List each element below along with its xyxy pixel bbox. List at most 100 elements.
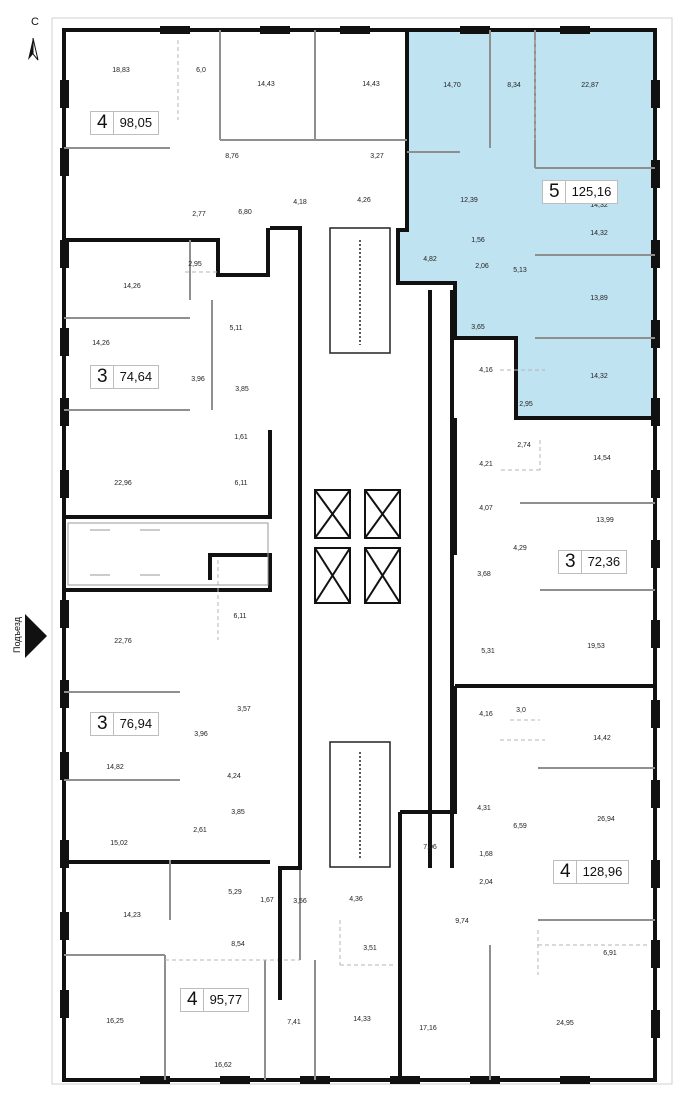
room-area-label: 14,26 bbox=[92, 340, 110, 347]
room-area-label: 8,54 bbox=[231, 941, 245, 948]
apartment-rooms: 3 bbox=[91, 713, 114, 735]
room-area-label: 7,41 bbox=[287, 1019, 301, 1026]
room-area-label: 12,39 bbox=[460, 197, 478, 204]
apartment-label-3-72[interactable]: 3 72,36 bbox=[558, 550, 628, 574]
building-core bbox=[270, 226, 454, 1000]
room-area-label: 5,31 bbox=[481, 648, 495, 655]
apartment-label-3-74[interactable]: 3 74,64 bbox=[90, 365, 160, 389]
room-area-label: 14,42 bbox=[593, 735, 611, 742]
stairs bbox=[329, 227, 391, 868]
room-area-label: 14,32 bbox=[590, 202, 608, 209]
apartment-area: 125,16 bbox=[571, 184, 612, 199]
room-area-label: 5,11 bbox=[229, 325, 242, 332]
room-area-label: 4,82 bbox=[423, 256, 437, 263]
apartment-rooms: 4 bbox=[181, 989, 204, 1011]
room-area-label: 5,13 bbox=[513, 267, 527, 274]
room-area-label: 14,70 bbox=[443, 82, 461, 89]
entrance-label: Подъезд bbox=[12, 617, 22, 653]
room-area-label: 6,80 bbox=[238, 209, 252, 216]
room-area-label: 13,99 bbox=[596, 517, 614, 524]
apartment-label-4-128[interactable]: 4 128,96 bbox=[553, 860, 630, 884]
room-area-label: 26,94 bbox=[597, 816, 615, 823]
room-area-label: 3,57 bbox=[237, 706, 251, 713]
room-area-label: 18,83 bbox=[112, 67, 130, 74]
room-area-label: 3,96 bbox=[194, 731, 208, 738]
room-area-label: 3,56 bbox=[293, 898, 307, 905]
room-area-label: 5,29 bbox=[228, 889, 242, 896]
room-area-label: 6,11 bbox=[233, 613, 246, 620]
room-walls bbox=[64, 30, 655, 1080]
apartment-rooms: 4 bbox=[91, 112, 114, 134]
room-area-label: 17,16 bbox=[419, 1025, 437, 1032]
room-area-label: 2,77 bbox=[192, 211, 206, 218]
entrance-arrow-icon bbox=[25, 614, 47, 658]
room-area-label: 4,16 bbox=[479, 367, 493, 374]
room-area-label: 4,26 bbox=[357, 197, 371, 204]
room-area-label: 14,43 bbox=[257, 81, 275, 88]
room-area-label: 7,06 bbox=[423, 844, 437, 851]
room-area-label: 4,16 bbox=[479, 711, 493, 718]
room-area-label: 6,0 bbox=[196, 67, 206, 74]
room-area-label: 6,11 bbox=[234, 480, 247, 487]
room-area-label: 3,96 bbox=[191, 376, 205, 383]
room-area-label: 4,36 bbox=[349, 896, 363, 903]
apartment-rooms: 3 bbox=[91, 366, 114, 388]
room-area-label: 3,65 bbox=[471, 324, 485, 331]
room-area-label: 4,18 bbox=[293, 199, 307, 206]
room-area-label: 4,29 bbox=[513, 545, 527, 552]
room-area-label: 1,61 bbox=[234, 434, 248, 441]
room-area-label: 3,85 bbox=[231, 809, 245, 816]
apartment-area: 74,64 bbox=[119, 369, 153, 384]
room-area-label: 16,25 bbox=[106, 1018, 124, 1025]
room-area-label: 22,76 bbox=[114, 638, 132, 645]
room-area-label: 2,95 bbox=[519, 401, 533, 408]
room-area-label: 2,04 bbox=[479, 879, 493, 886]
room-area-label: 14,23 bbox=[123, 912, 141, 919]
apartment-area: 128,96 bbox=[582, 864, 623, 879]
room-area-label: 6,59 bbox=[513, 823, 527, 830]
room-area-labels: 18,83 6,0 14,43 14,43 14,70 8,34 22,87 8,76 3,27… bbox=[92, 67, 617, 1069]
apartment-label-4-95[interactable]: 4 95,77 bbox=[180, 988, 250, 1012]
room-area-label: 16,62 bbox=[214, 1062, 232, 1069]
apartment-area: 72,36 bbox=[587, 554, 621, 569]
room-area-label: 6,91 bbox=[603, 950, 617, 957]
room-area-label: 14,43 bbox=[362, 81, 380, 88]
apartment-rooms: 3 bbox=[559, 551, 582, 573]
balcony bbox=[67, 522, 269, 586]
room-area-label: 22,87 bbox=[581, 82, 599, 89]
room-area-label: 4,31 bbox=[477, 805, 491, 812]
apartment-area: 95,77 bbox=[209, 992, 243, 1007]
apartment-area: 76,94 bbox=[119, 716, 153, 731]
room-area-label: 3,0 bbox=[516, 707, 526, 714]
elevators[interactable] bbox=[314, 489, 401, 604]
compass-letter: С bbox=[31, 16, 39, 28]
room-area-label: 2,74 bbox=[517, 442, 531, 449]
room-area-label: 2,06 bbox=[475, 263, 489, 270]
room-area-label: 8,76 bbox=[225, 153, 239, 160]
room-area-label: 1,56 bbox=[471, 237, 485, 244]
room-area-label: 8,34 bbox=[507, 82, 521, 89]
room-area-label: 14,82 bbox=[106, 764, 124, 771]
apartment-label-4-98[interactable]: 4 98,05 bbox=[90, 111, 160, 135]
room-area-label: 2,61 bbox=[193, 827, 207, 834]
apartment-walls bbox=[64, 30, 655, 1080]
room-area-label: 24,95 bbox=[556, 1020, 574, 1027]
room-area-label: 15,02 bbox=[110, 840, 128, 847]
room-area-label: 3,85 bbox=[235, 386, 249, 393]
room-area-label: 1,67 bbox=[260, 897, 274, 904]
room-area-label: 13,89 bbox=[590, 295, 608, 302]
apartment-rooms: 5 bbox=[543, 181, 566, 203]
room-area-label: 3,27 bbox=[370, 153, 384, 160]
room-area-label: 14,54 bbox=[593, 455, 611, 462]
room-area-label: 14,33 bbox=[353, 1016, 371, 1023]
room-area-label: 3,51 bbox=[363, 945, 377, 952]
room-area-label: 14,26 bbox=[123, 283, 141, 290]
apartment-label-5-125[interactable]: 5 125,16 bbox=[542, 180, 619, 204]
room-area-label: 14,32 bbox=[590, 373, 608, 380]
apartment-area: 98,05 bbox=[119, 115, 153, 130]
apartment-rooms: 4 bbox=[554, 861, 577, 883]
apartment-label-3-76[interactable]: 3 76,94 bbox=[90, 712, 160, 736]
room-area-label: 19,53 bbox=[587, 643, 605, 650]
apartment-5-highlight[interactable] bbox=[398, 30, 655, 418]
